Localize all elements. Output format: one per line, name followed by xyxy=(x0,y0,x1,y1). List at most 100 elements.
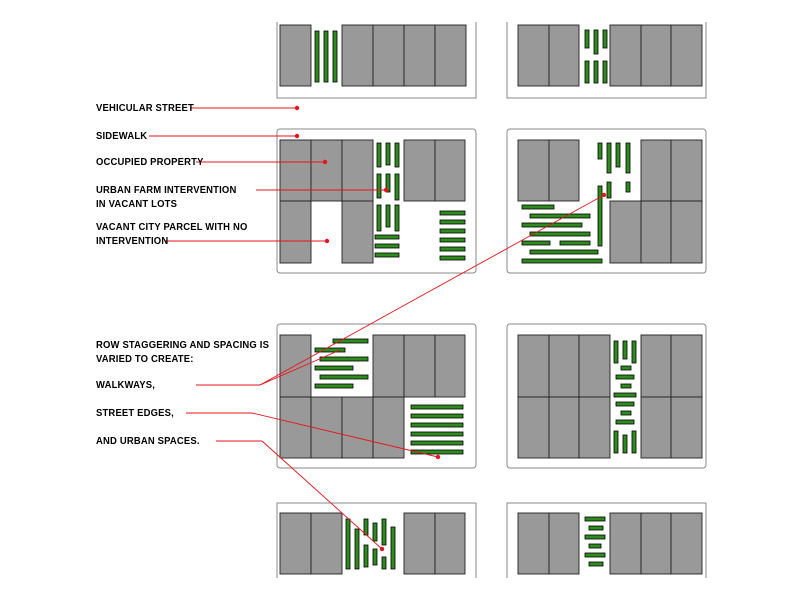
parcel xyxy=(640,334,672,398)
farm-row xyxy=(439,210,466,216)
leader-dot xyxy=(601,192,607,198)
farm-row xyxy=(439,246,466,252)
farm-row xyxy=(332,30,338,83)
parcel xyxy=(609,512,642,575)
parcel xyxy=(548,512,580,575)
parcel xyxy=(640,396,672,459)
farm-row xyxy=(314,347,346,353)
farm-row xyxy=(372,548,378,566)
parcel xyxy=(640,512,672,575)
farm-row xyxy=(374,252,400,258)
parcel xyxy=(434,334,466,398)
block-outline-row3-left xyxy=(276,323,477,469)
block-outline-row4-right xyxy=(506,502,707,578)
farm-row xyxy=(593,29,599,55)
farm-row xyxy=(620,383,632,389)
leader-dot xyxy=(383,187,389,193)
farm-row xyxy=(622,340,628,360)
label-street-edges: STREET EDGES, xyxy=(96,407,174,419)
parcel xyxy=(372,396,405,459)
parcel xyxy=(341,139,374,202)
farm-row xyxy=(521,240,551,246)
label-vacant-parcel-line1: VACANT CITY PARCEL WITH NO xyxy=(96,221,248,233)
farm-row xyxy=(529,231,591,237)
label-urban-farm-line2: IN VACANT LOTS xyxy=(96,198,178,210)
block-outlines xyxy=(276,22,707,578)
farm-row xyxy=(390,526,396,570)
parcel xyxy=(670,396,703,459)
leader-walkways-diagonal xyxy=(259,194,605,386)
farm-row xyxy=(588,543,602,549)
farm-row xyxy=(622,434,628,454)
leader-dot xyxy=(322,159,328,165)
leader-dot xyxy=(294,133,300,139)
farm-row xyxy=(615,401,635,407)
farm-row xyxy=(410,413,464,419)
farm-row xyxy=(597,185,603,247)
farm-row xyxy=(521,204,555,210)
parcel xyxy=(670,512,703,575)
farm-row xyxy=(529,249,599,255)
parcel xyxy=(279,200,312,264)
parcel xyxy=(279,396,312,459)
leader-dot xyxy=(294,105,300,111)
farm-row xyxy=(314,365,354,371)
parcel xyxy=(670,334,703,398)
parcel xyxy=(403,334,436,398)
parcel xyxy=(609,200,642,264)
label-vehicular-street: VEHICULAR STREET xyxy=(96,102,194,114)
parcel xyxy=(279,334,312,398)
farm-row xyxy=(631,340,637,364)
farm-row xyxy=(410,449,464,455)
parcel xyxy=(372,24,405,87)
farm-row xyxy=(439,228,466,234)
farm-row xyxy=(385,204,391,228)
farm-row xyxy=(410,431,464,437)
farm-row xyxy=(613,430,619,454)
farm-row xyxy=(584,516,606,522)
urban-farm-rows xyxy=(314,29,637,570)
label-row-staggering-line1: ROW STAGGERING AND SPACING IS xyxy=(96,339,270,351)
parcel xyxy=(670,139,703,202)
parcel xyxy=(341,24,374,87)
parcel xyxy=(670,200,703,264)
label-urban-farm-line1: URBAN FARM INTERVENTION xyxy=(96,184,237,196)
leader-dot xyxy=(435,454,441,460)
farm-row xyxy=(323,30,329,83)
farm-row xyxy=(376,173,382,199)
block-outline-row2-right xyxy=(506,128,707,274)
farm-row xyxy=(314,383,354,389)
label-vacant-parcel-line2: INTERVENTION xyxy=(96,235,169,247)
farm-row xyxy=(376,142,382,168)
parcel xyxy=(310,512,343,575)
farm-row xyxy=(385,142,391,166)
parcel xyxy=(279,24,312,87)
parcel xyxy=(640,200,672,264)
farm-row xyxy=(615,142,621,168)
farm-row xyxy=(625,181,631,193)
parcel xyxy=(310,396,343,459)
block-outline-row4-left xyxy=(276,502,477,578)
parcel xyxy=(578,396,611,459)
parcel xyxy=(341,396,374,459)
farm-row xyxy=(588,561,604,567)
block-outline-row2-left xyxy=(276,128,477,274)
parcel xyxy=(609,24,642,87)
farm-row xyxy=(529,213,591,219)
parcel xyxy=(517,24,550,87)
farm-row xyxy=(319,374,369,380)
label-urban-spaces: AND URBAN SPACES. xyxy=(96,435,200,447)
parcel xyxy=(279,512,312,575)
parcel xyxy=(548,24,580,87)
farm-row xyxy=(615,374,635,380)
farm-row xyxy=(354,528,360,570)
parcel xyxy=(403,139,436,202)
farm-row xyxy=(620,410,632,416)
parcel xyxy=(434,512,466,575)
farm-row xyxy=(332,338,369,344)
label-row-staggering-line2: VARIED TO CREATE: xyxy=(96,353,194,365)
leader-lines xyxy=(149,107,605,550)
parcel xyxy=(310,139,343,202)
farm-row xyxy=(631,430,637,454)
